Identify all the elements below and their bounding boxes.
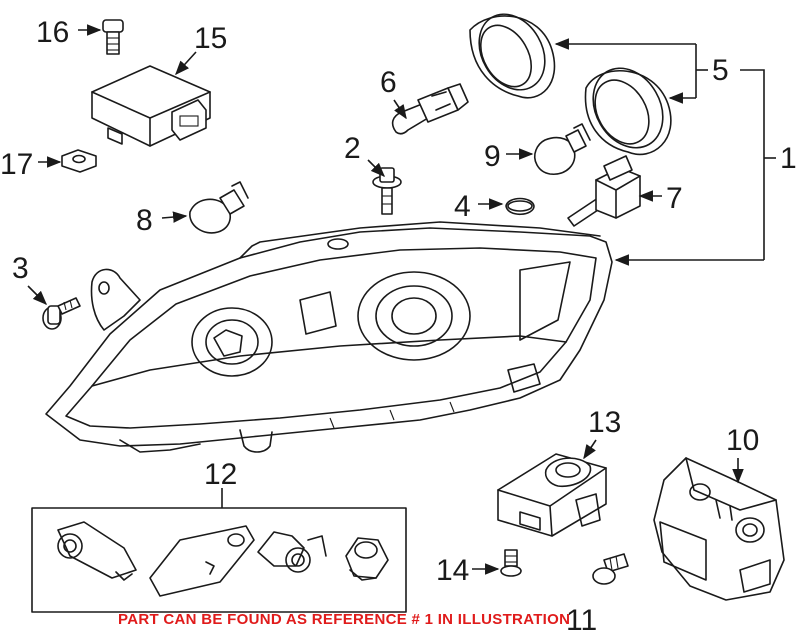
part-9-bulb [534,123,591,175]
part-11-bolt [592,553,629,585]
part-10-bracket [653,457,785,601]
callout-7: 7 [666,182,683,215]
callout-2: 2 [344,132,361,165]
part-7-hid-bulb [567,155,641,227]
callout-8: 8 [136,204,153,237]
part-3-bolt [42,297,81,330]
part-8-bulb [189,181,249,234]
callout-17: 17 [0,148,33,181]
part-4-cap [505,197,535,216]
callout-9: 9 [484,140,501,173]
callout-3: 3 [12,252,29,285]
reference-note: PART CAN BE FOUND AS REFERENCE # 1 IN IL… [118,611,570,628]
callout-11: 11 [566,604,597,632]
leader-lines [27,24,776,575]
part-14-screw [500,549,522,577]
callout-10: 10 [726,424,759,457]
part-6-bulb-h7 [391,83,469,135]
callout-6: 6 [380,66,397,99]
part-17-clip-nut [61,149,97,173]
part-1-headlamp-assembly [45,221,613,453]
callout-labels: 16 15 17 6 5 2 9 1 7 4 8 3 13 10 12 14 1… [0,16,797,632]
callout-1: 1 [780,142,797,175]
part-16-bolt [102,19,124,55]
callout-4: 4 [454,190,471,223]
part-13-ballast [497,453,607,537]
part-5-seal-rings [469,13,672,156]
part-2-screw [372,167,402,215]
callout-14: 14 [436,554,469,587]
callout-5: 5 [712,54,729,87]
callout-15: 15 [194,22,227,55]
part-12-group-box [31,507,407,613]
callout-12: 12 [204,458,237,491]
callout-13: 13 [588,406,621,439]
callout-16: 16 [36,16,69,49]
part-15-control-module [91,65,211,147]
